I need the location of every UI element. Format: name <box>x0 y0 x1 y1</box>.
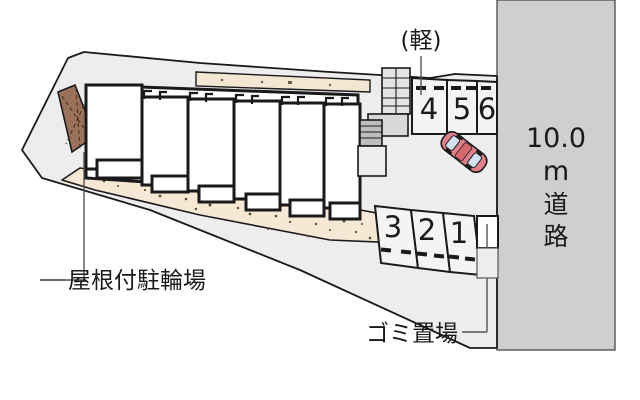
parking-row-lower: 3 2 1 <box>373 204 483 277</box>
road-label-line-3: 路 <box>543 222 568 251</box>
balcony-railings <box>142 89 349 106</box>
parking-space-6[interactable]: 6 <box>476 79 498 135</box>
road-label-line-0: 10.0 <box>526 123 586 154</box>
building-unit-3 <box>186 97 236 204</box>
road-label-line-2: 道 <box>543 190 568 219</box>
garbage-area-label: ゴミ置場 <box>366 321 458 347</box>
compact-car-note-label: (軽) <box>401 28 442 54</box>
building-unit-4 <box>232 99 282 212</box>
building-unit-5 <box>278 101 326 218</box>
bicycle-parking-label: 屋根付駐輪場 <box>68 268 206 294</box>
parking-space-1-label: 1 <box>450 216 468 250</box>
road-label-line-1: m <box>543 156 569 187</box>
parking-space-4[interactable]: 4 <box>411 76 448 135</box>
corridor-walkway <box>195 71 371 93</box>
parking-space-2-label: 2 <box>418 213 436 247</box>
parked-car-icon <box>440 130 488 174</box>
building-unit-6 <box>322 102 362 221</box>
stair-treads-upper <box>382 68 410 114</box>
parking-space-4-label: 4 <box>420 92 438 126</box>
bicycle-parking-annotation: 屋根付駐輪場 <box>40 152 206 294</box>
building-unit-1 <box>84 83 144 180</box>
parking-space-6-label: 6 <box>478 92 496 126</box>
stairway-core <box>357 67 411 177</box>
road-area: 10.0 m 道 路 <box>496 0 616 351</box>
corridor-marks <box>220 78 332 87</box>
compact-car-note: (軽) <box>401 28 442 95</box>
stair-treads-lower <box>360 125 382 139</box>
building-unit-2 <box>140 95 190 194</box>
parking-space-5-label: 5 <box>453 92 471 126</box>
parking-space-5[interactable]: 5 <box>446 78 478 135</box>
apartment-building <box>84 71 371 221</box>
parking-space-1[interactable]: 1 <box>441 211 483 277</box>
parking-row-upper: 4 5 6 <box>411 76 498 135</box>
garbage-area-box <box>476 215 499 290</box>
parking-space-3-label: 3 <box>384 210 402 244</box>
garbage-area-annotation: ゴミ置場 <box>366 290 488 347</box>
